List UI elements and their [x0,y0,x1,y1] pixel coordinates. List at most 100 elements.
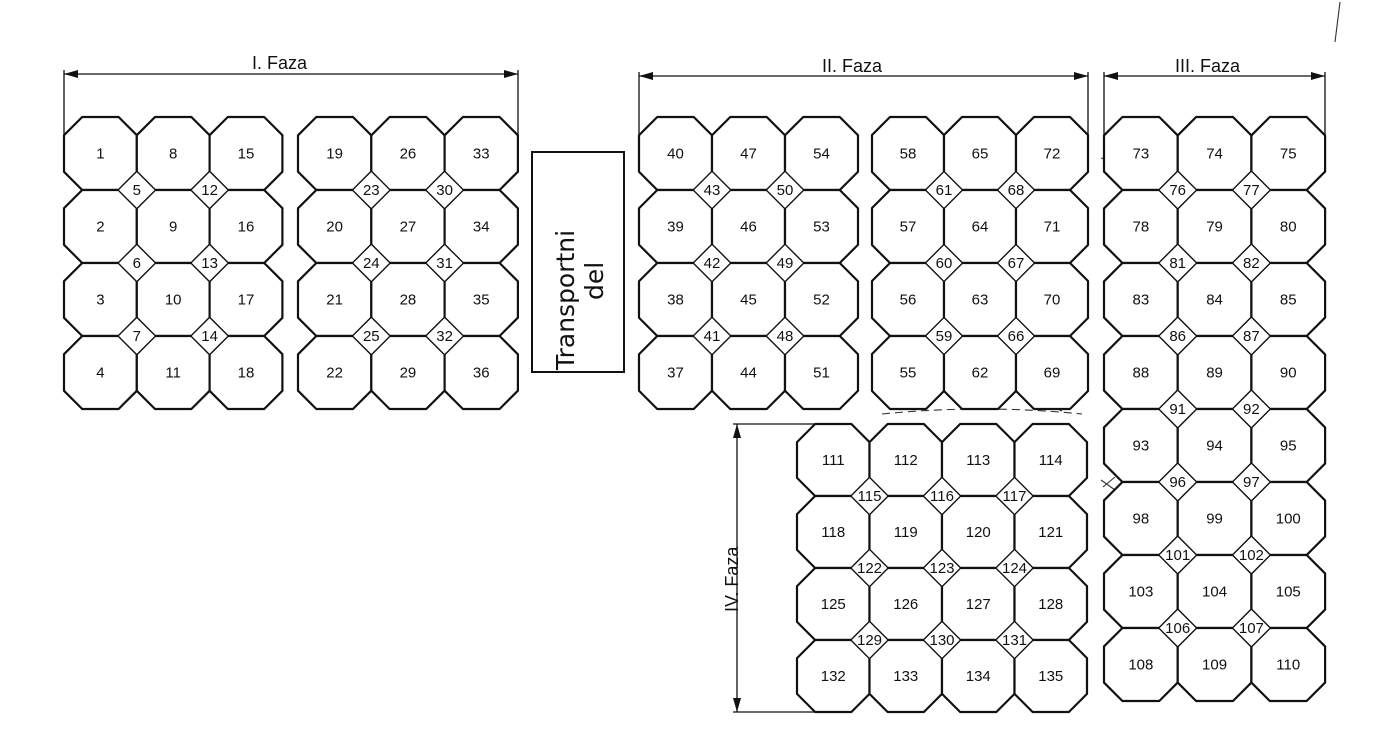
cell-diamond[interactable] [1231,243,1271,283]
cell-diamond[interactable] [922,476,962,516]
cell-diamond[interactable] [765,316,805,356]
octagon-number: 56 [900,292,917,309]
cell-diamond[interactable] [765,170,805,210]
octagon-number: 54 [813,146,830,163]
cell-octagon[interactable] [783,334,860,411]
cell-diamond[interactable] [1231,462,1271,502]
cell-diamond[interactable] [692,170,732,210]
octagon-number: 127 [966,596,991,613]
cell-octagon[interactable] [443,334,520,411]
cell-diamond[interactable] [425,170,465,210]
cell-diamond[interactable] [1158,316,1198,356]
octagon-number: 120 [966,524,991,541]
diamond-number: 13 [201,255,218,272]
octagon-number: 38 [667,292,684,309]
octagon-number: 26 [400,146,417,163]
cell-diamond[interactable] [995,548,1034,588]
octagon-number: 133 [893,668,918,685]
cell-diamond[interactable] [924,170,964,210]
diamond-number: 67 [1008,255,1025,272]
cell-octagon[interactable] [208,334,284,411]
cell-diamond[interactable] [190,170,229,210]
octagon-number: 99 [1206,511,1223,528]
octagon-number: 74 [1206,146,1223,163]
cell-diamond[interactable] [117,170,157,210]
diamond-number: 122 [857,560,882,577]
cell-diamond[interactable] [425,243,465,283]
cell-diamond[interactable] [996,243,1036,283]
cell-diamond[interactable] [351,243,391,283]
octagon-number: 17 [238,292,255,309]
octagon-number: 132 [821,668,846,685]
phase-2-label: II. Faza [822,56,883,76]
octagon-number: 39 [667,219,684,236]
cell-diamond[interactable] [692,316,732,356]
diamond-number: 25 [363,328,380,345]
cell-diamond[interactable] [351,170,391,210]
octagon-number: 46 [740,219,757,236]
cell-diamond[interactable] [1231,608,1271,648]
cell-diamond[interactable] [351,316,391,356]
cell-diamond[interactable] [1158,389,1198,429]
octagon-number: 90 [1280,365,1297,382]
cell-diamond[interactable] [850,548,889,588]
octagon-number: 88 [1133,365,1150,382]
phase-3-dimension: III. Faza [1103,56,1326,140]
octagon-number: 51 [813,365,830,382]
phase-3-label: III. Faza [1175,56,1241,76]
diamond-number: 97 [1243,474,1260,491]
cell-diamond[interactable] [996,170,1036,210]
octagon-number: 33 [473,146,490,163]
phase-4-label: IV. Faza [722,546,742,612]
octagon-number: 1 [96,146,104,163]
diamond-number: 6 [133,255,141,272]
cell-diamond[interactable] [1231,316,1271,356]
octagon-number: 112 [894,452,918,469]
cell-diamond[interactable] [1231,170,1271,210]
cell-diamond[interactable] [1231,389,1271,429]
cell-diamond[interactable] [850,620,889,660]
diamond-number: 24 [363,255,380,272]
cell-diamond[interactable] [922,620,962,660]
cell-diamond[interactable] [765,243,805,283]
cell-diamond[interactable] [1158,243,1198,283]
diamond-number: 116 [930,488,954,505]
cell-diamond[interactable] [1158,608,1198,648]
octagon-number: 8 [169,146,177,163]
cell-diamond[interactable] [924,243,964,283]
cell-octagon[interactable] [1013,638,1089,714]
cell-octagon[interactable] [1014,334,1090,411]
octagon-number: 119 [894,524,918,541]
cell-diamond[interactable] [425,316,465,356]
diamond-number: 32 [436,328,453,345]
octagon-number: 19 [326,146,343,163]
octagon-grids: 1234891011151617185671213141920212226272… [62,115,1327,714]
cell-octagon[interactable] [1250,626,1327,703]
cell-diamond[interactable] [924,316,964,356]
diamond-number: 43 [704,182,721,199]
cell-diamond[interactable] [996,316,1036,356]
diamond-number: 76 [1169,182,1186,199]
cell-diamond[interactable] [1158,535,1198,575]
cell-diamond[interactable] [995,476,1034,516]
cell-diamond[interactable] [995,620,1034,660]
cell-diamond[interactable] [117,316,157,356]
cell-diamond[interactable] [190,243,229,283]
octagon-number: 64 [972,219,989,236]
octagon-number: 69 [1044,365,1061,382]
diamond-number: 59 [936,328,953,345]
octagon-number: 85 [1280,292,1297,309]
cell-diamond[interactable] [190,316,229,356]
cell-diamond[interactable] [1158,462,1198,502]
cell-diamond[interactable] [117,243,157,283]
cell-diamond[interactable] [692,243,732,283]
cell-diamond[interactable] [1158,170,1198,210]
cell-diamond[interactable] [1231,535,1271,575]
octagon-number: 40 [667,146,684,163]
diamond-number: 107 [1239,620,1264,637]
diamond-number: 92 [1243,401,1260,418]
cell-diamond[interactable] [850,476,889,516]
cell-diamond[interactable] [922,548,962,588]
